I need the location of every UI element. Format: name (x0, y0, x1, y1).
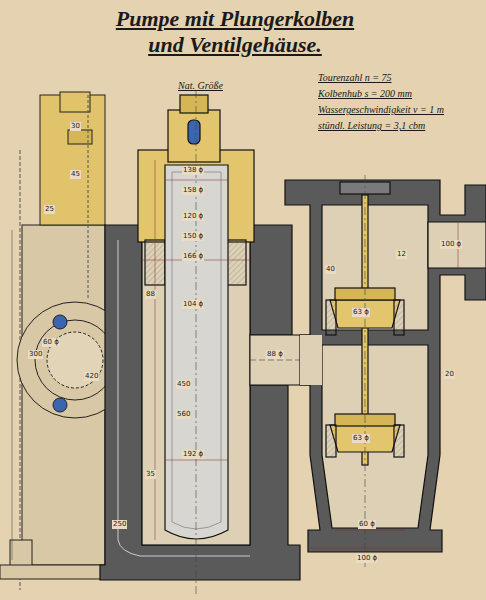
dimension: 150 ϕ (182, 232, 204, 241)
dimension: 100 ϕ (440, 240, 462, 249)
dimension: 88 ϕ (266, 350, 284, 359)
valve-housing-section (285, 175, 486, 570)
drawing-title: Pumpe mit Plungerkolben und Ventilgehäus… (100, 6, 370, 58)
dimension: 560 (176, 410, 191, 419)
dimension: 20 (444, 370, 455, 379)
dimension: 104 ϕ (182, 300, 204, 309)
dimension: 88 (145, 290, 156, 299)
spec-line: Wassergeschwindigkeit v = 1 m (318, 104, 444, 115)
dimension: 120 ϕ (182, 212, 204, 221)
dimension: 250 (112, 520, 127, 529)
dimension: 100 ϕ (356, 554, 378, 563)
dimension: 450 (176, 380, 191, 389)
dimension: 63 ϕ (352, 308, 370, 317)
spec-line: stündl. Leistung = 3,1 cbm (318, 120, 425, 131)
dimension: 30 (70, 122, 81, 131)
scale-note: Nat. Größe (178, 80, 223, 91)
dimension: 60 ϕ (358, 520, 376, 529)
spec-line: Tourenzahl n = 75 (318, 72, 392, 83)
dimension: 40 (325, 265, 336, 274)
dimension: 60 ϕ (42, 338, 60, 347)
dimension: 12 (396, 250, 407, 259)
dimension: 138 ϕ (182, 166, 204, 175)
spec-line: Kolbenhub s = 200 mm (318, 88, 412, 99)
dimension: 420 (84, 372, 99, 381)
dimension-lines (142, 160, 458, 548)
dimension: 25 (44, 205, 55, 214)
dimension: 63 ϕ (352, 434, 370, 443)
dimension: 45 (70, 170, 81, 179)
dimension: 300 (28, 350, 43, 359)
dimension: 35 (145, 470, 156, 479)
dimension: 192 ϕ (182, 450, 204, 459)
dimension: 158 ϕ (182, 186, 204, 195)
dimension: 166 ϕ (182, 252, 204, 261)
